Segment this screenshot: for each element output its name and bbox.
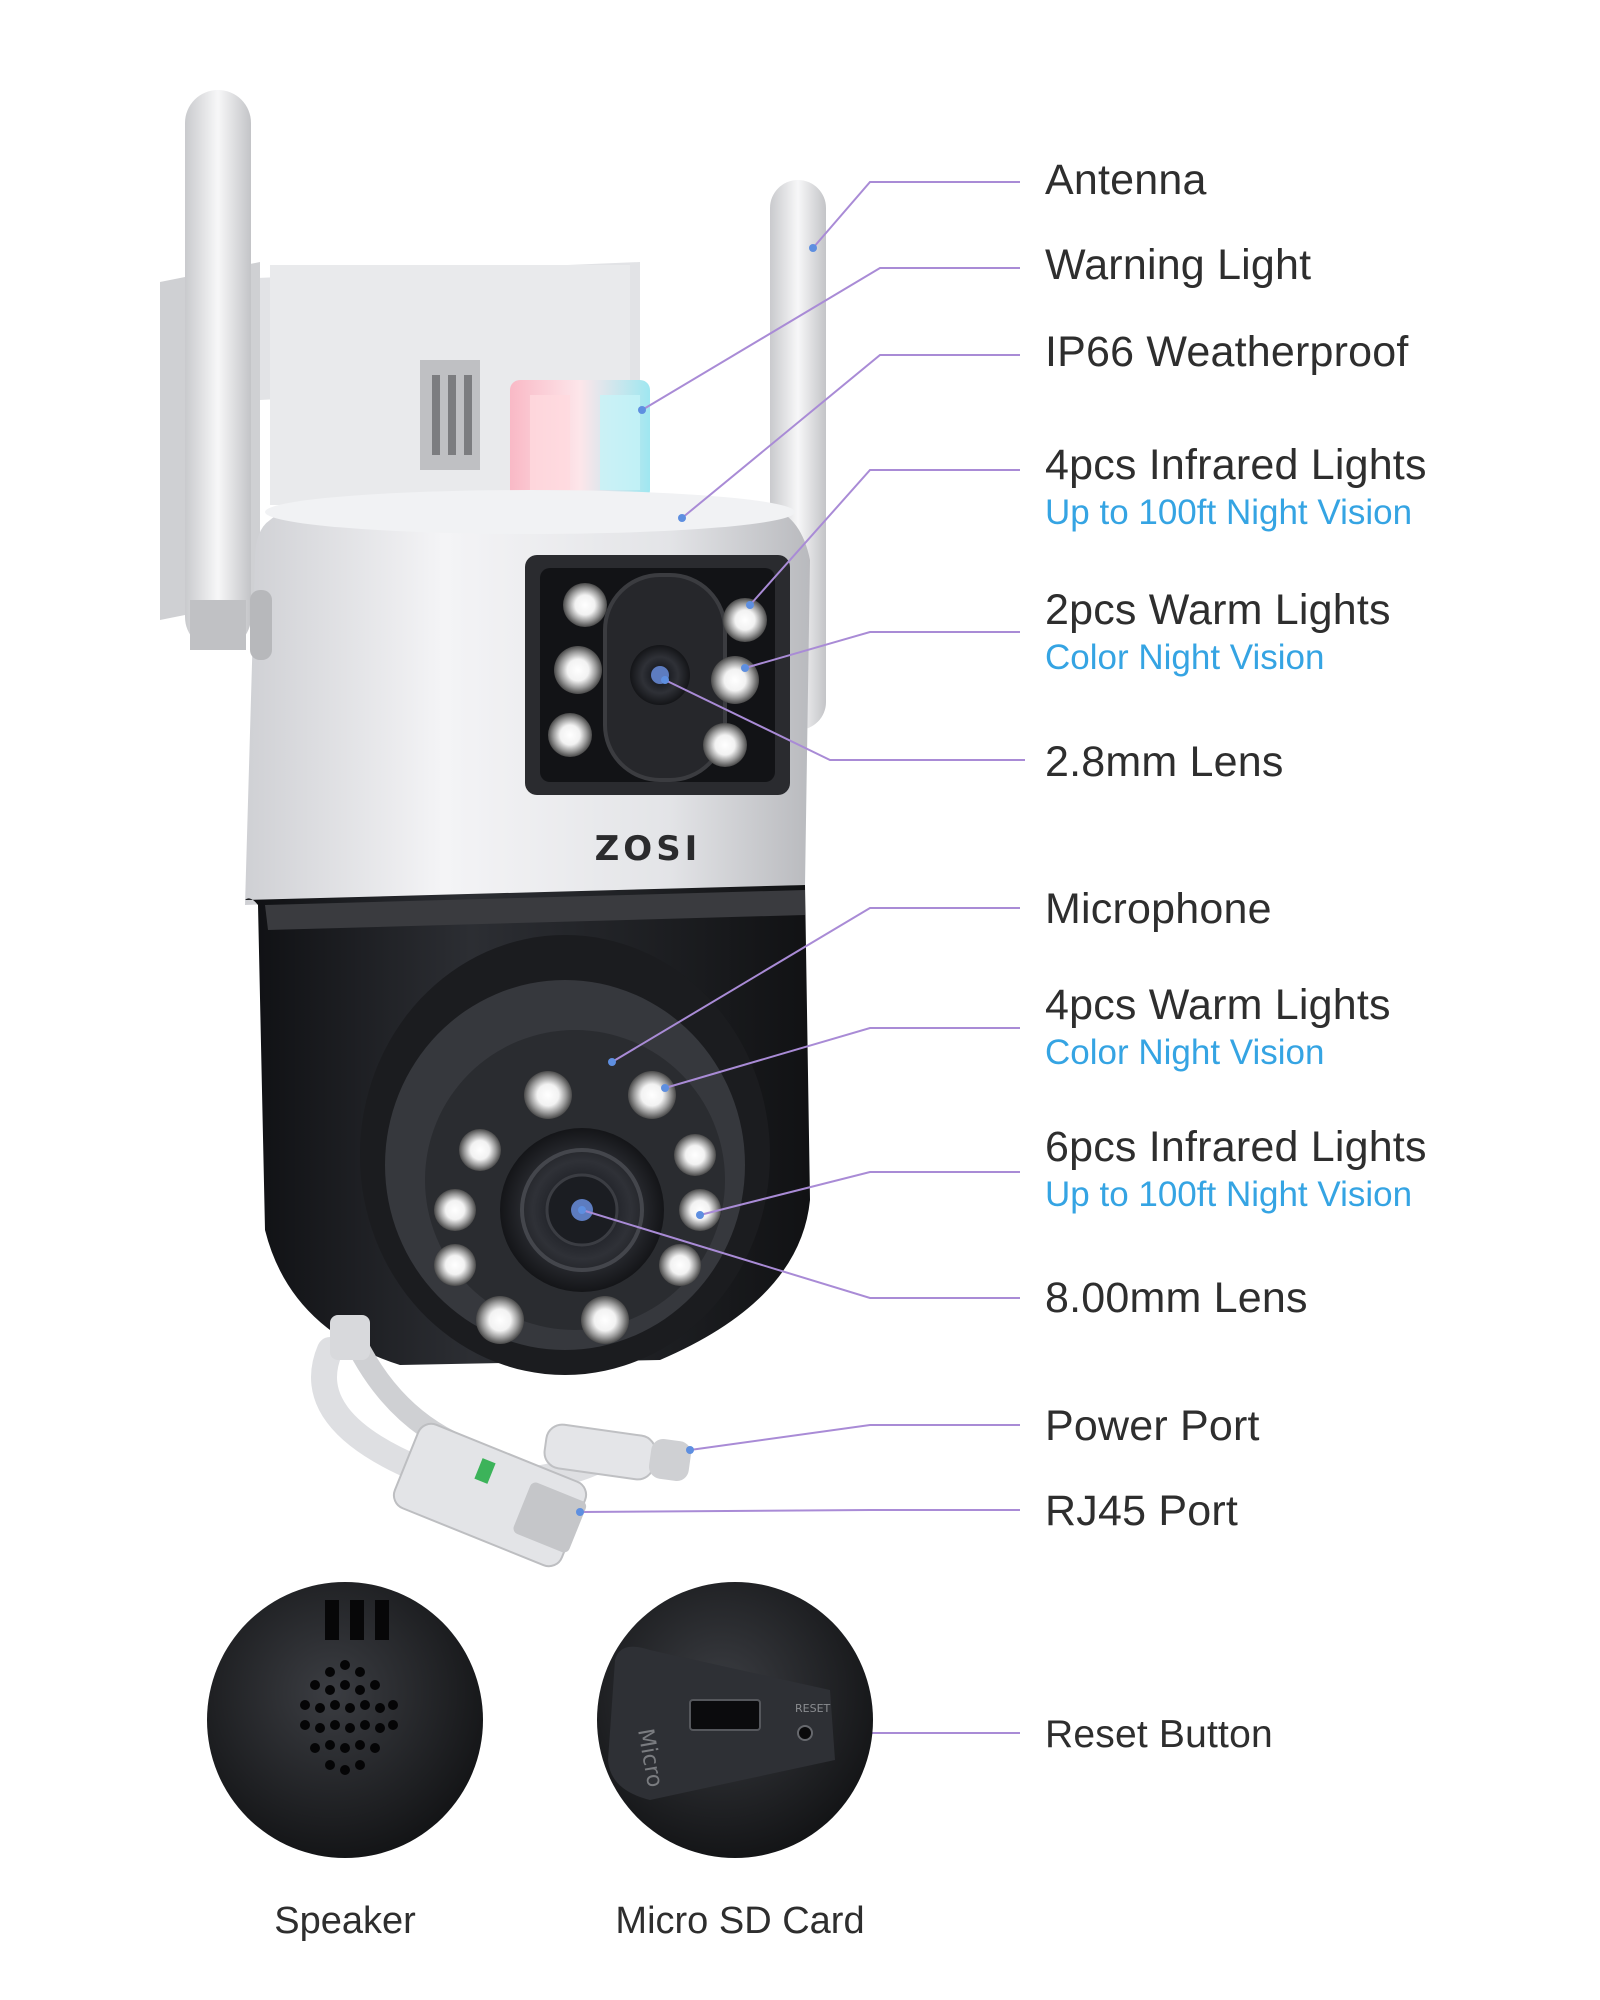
- callout-warm-lights-bottom: 4pcs Warm Lights Color Night Vision: [1045, 980, 1391, 1074]
- callout-lens-bottom: 8.00mm Lens: [1045, 1273, 1308, 1323]
- warm-lights-top-sub: Color Night Vision: [1045, 638, 1325, 677]
- top-lens: [630, 645, 690, 705]
- lens-bottom-label: 8.00mm Lens: [1045, 1274, 1308, 1322]
- reset-button-label: Reset Button: [1045, 1713, 1273, 1756]
- reset-label: RESET: [795, 1702, 831, 1715]
- leader-dots: [576, 244, 817, 1737]
- top-infrared-lights: [548, 583, 767, 767]
- power-port: [543, 1423, 692, 1482]
- speaker-detail: [207, 1582, 483, 1858]
- power-port-label: Power Port: [1045, 1402, 1260, 1450]
- callout-ir-lights-top: 4pcs Infrared Lights Up to 100ft Night V…: [1045, 440, 1427, 534]
- callout-power-port: Power Port: [1045, 1401, 1260, 1451]
- callout-lens-top: 2.8mm Lens: [1045, 737, 1284, 787]
- warm-lights-bottom-label: 4pcs Warm Lights: [1045, 981, 1391, 1029]
- micro-sd-caption: Micro SD Card: [615, 1900, 865, 1942]
- lower-dome: [245, 885, 810, 1375]
- warning-light-label: Warning Light: [1045, 241, 1312, 289]
- warm-lights-top-label: 2pcs Warm Lights: [1045, 586, 1391, 634]
- ir-lights-top-sub: Up to 100ft Night Vision: [1045, 493, 1413, 532]
- antenna-left: [185, 90, 251, 650]
- bottom-warm-lights: [476, 1071, 676, 1344]
- ir-lights-bottom-label: 6pcs Infrared Lights: [1045, 1123, 1427, 1171]
- callout-rj45-port: RJ45 Port: [1045, 1486, 1238, 1536]
- bottom-infrared-lights: [434, 1129, 721, 1286]
- brand-logo: ZOSI: [595, 829, 702, 869]
- rj45-port: [392, 1422, 588, 1568]
- rj45-port-label: RJ45 Port: [1045, 1487, 1238, 1535]
- ir-lights-top-label: 4pcs Infrared Lights: [1045, 441, 1427, 489]
- callout-antenna: Antenna: [1045, 155, 1207, 205]
- warm-lights-bottom-sub: Color Night Vision: [1045, 1033, 1325, 1072]
- callout-ir-lights-bottom: 6pcs Infrared Lights Up to 100ft Night V…: [1045, 1122, 1427, 1216]
- callout-warm-lights-top: 2pcs Warm Lights Color Night Vision: [1045, 585, 1391, 679]
- micro-sd-detail: Micro RESET: [597, 1582, 873, 1858]
- ir-lights-bottom-sub: Up to 100ft Night Vision: [1045, 1175, 1413, 1214]
- reset-button[interactable]: [797, 1725, 813, 1741]
- antenna-label: Antenna: [1045, 156, 1207, 204]
- lens-top-label: 2.8mm Lens: [1045, 738, 1284, 786]
- speaker-caption: Speaker: [274, 1900, 416, 1942]
- callout-reset-button: Reset Button: [1045, 1710, 1273, 1760]
- callout-microphone: Microphone: [1045, 884, 1272, 934]
- speaker-grille: [300, 1660, 398, 1775]
- leader-lines: [579, 181, 1025, 1734]
- warning-light: [510, 380, 650, 500]
- callout-weatherproof: IP66 Weatherproof: [1045, 327, 1409, 377]
- callout-warning-light: Warning Light: [1045, 240, 1311, 290]
- microphone-label: Microphone: [1045, 885, 1272, 933]
- weatherproof-label: IP66 Weatherproof: [1045, 328, 1409, 376]
